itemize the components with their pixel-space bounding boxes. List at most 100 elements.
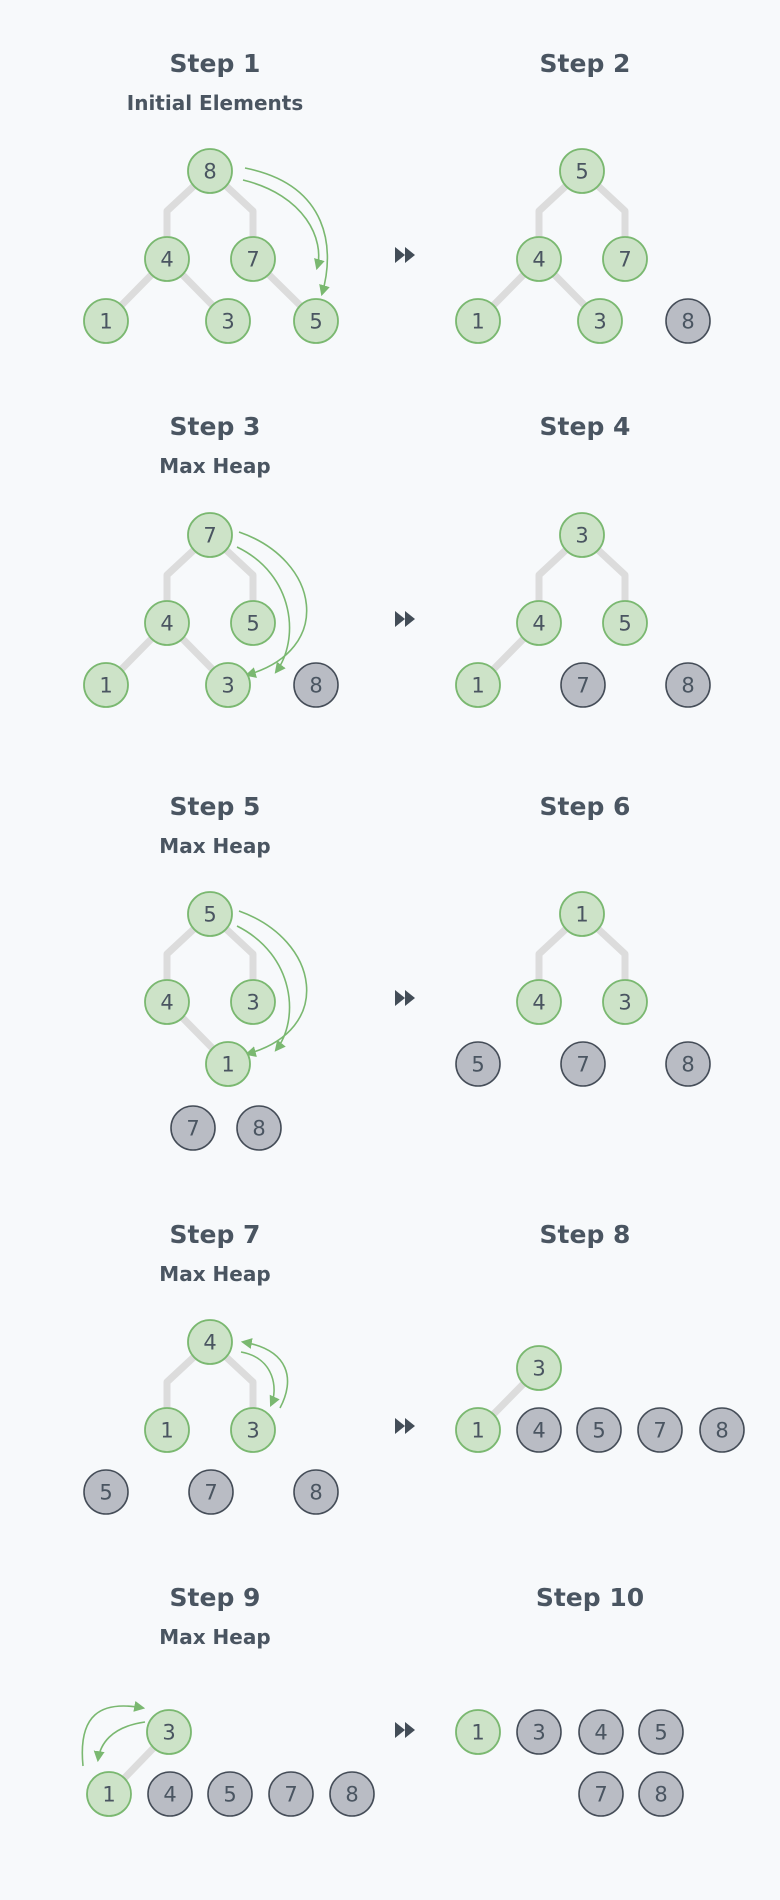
fast-forward-icon <box>395 247 415 263</box>
node-value: 1 <box>221 1053 234 1077</box>
heap-node: 1 <box>144 1407 190 1453</box>
node-value: 3 <box>246 1419 259 1443</box>
node-value: 1 <box>160 1419 173 1443</box>
heap-node: 1 <box>559 891 605 937</box>
node-circle <box>187 512 233 558</box>
node-circle <box>455 298 501 344</box>
step-title: Step 1 <box>170 49 261 78</box>
node-value: 1 <box>575 903 588 927</box>
heap-node: 1 <box>205 1041 251 1087</box>
node-value: 4 <box>160 612 173 636</box>
heap-node: 5 <box>559 148 605 194</box>
node-circle <box>230 236 276 282</box>
node-value: 3 <box>221 310 234 334</box>
node-value: 8 <box>252 1117 265 1141</box>
heap-node: 5 <box>293 298 339 344</box>
node-value: 8 <box>681 1053 694 1077</box>
sorted-node: 4 <box>578 1709 624 1755</box>
sorted-node: 7 <box>560 662 606 708</box>
heap-node: 4 <box>516 236 562 282</box>
sorted-node: 8 <box>665 662 711 708</box>
swap-arrow <box>93 1721 146 1763</box>
node-circle <box>205 1041 251 1087</box>
node-value: 4 <box>163 1783 176 1807</box>
node-circle <box>188 1469 234 1515</box>
node-value: 1 <box>99 310 112 334</box>
sorted-node: 7 <box>170 1105 216 1151</box>
node-circle <box>516 979 562 1025</box>
node-circle <box>86 1771 132 1817</box>
node-circle <box>205 662 251 708</box>
node-circle <box>455 1407 501 1453</box>
node-value: 4 <box>160 991 173 1015</box>
node-circle <box>578 1771 624 1817</box>
node-value: 3 <box>162 1721 175 1745</box>
node-value: 4 <box>160 248 173 272</box>
fast-forward-icon <box>395 1418 415 1434</box>
node-circle <box>207 1771 253 1817</box>
node-circle <box>170 1105 216 1151</box>
step-title: Step 8 <box>540 1220 631 1249</box>
node-circle <box>560 1041 606 1087</box>
node-value: 4 <box>594 1721 607 1745</box>
sorted-node: 5 <box>455 1041 501 1087</box>
node-circle <box>187 148 233 194</box>
node-circle <box>577 298 623 344</box>
heap-node: 3 <box>205 298 251 344</box>
sorted-node: 4 <box>516 1407 562 1453</box>
node-value: 8 <box>715 1419 728 1443</box>
node-value: 4 <box>203 1331 216 1355</box>
node-value: 3 <box>221 674 234 698</box>
node-value: 3 <box>593 310 606 334</box>
heap-node: 3 <box>602 979 648 1025</box>
node-value: 1 <box>471 310 484 334</box>
node-value: 1 <box>471 1721 484 1745</box>
node-circle <box>560 662 606 708</box>
node-value: 5 <box>654 1721 667 1745</box>
node-circle <box>455 662 501 708</box>
node-value: 7 <box>246 248 259 272</box>
node-circle <box>516 600 562 646</box>
step-subtitle: Max Heap <box>159 1262 270 1286</box>
step-subtitle: Max Heap <box>159 454 270 478</box>
node-value: 7 <box>576 674 589 698</box>
sorted-node: 5 <box>83 1469 129 1515</box>
sorted-node: 8 <box>665 1041 711 1087</box>
node-value: 5 <box>203 903 216 927</box>
node-circle <box>83 662 129 708</box>
node-circle <box>665 298 711 344</box>
swap-arrow <box>244 167 330 297</box>
node-value: 4 <box>532 248 545 272</box>
heap-node: 4 <box>516 979 562 1025</box>
node-circle <box>146 1709 192 1755</box>
node-circle <box>516 1709 562 1755</box>
swap-arrow <box>236 546 291 674</box>
swap-arrow <box>242 179 325 271</box>
fast-forward-icon <box>395 990 415 1006</box>
node-circle <box>147 1771 193 1817</box>
fast-forward-icon <box>395 611 415 627</box>
node-circle <box>455 1709 501 1755</box>
heap-node: 3 <box>516 1345 562 1391</box>
node-value: 3 <box>532 1721 545 1745</box>
node-circle <box>638 1709 684 1755</box>
heap-node: 3 <box>205 662 251 708</box>
heap-node: 5 <box>230 600 276 646</box>
node-circle <box>602 600 648 646</box>
node-value: 4 <box>532 612 545 636</box>
node-value: 7 <box>203 524 216 548</box>
node-value: 7 <box>204 1481 217 1505</box>
fast-forward-icon <box>395 1722 415 1738</box>
node-circle <box>83 298 129 344</box>
sorted-node: 7 <box>268 1771 314 1817</box>
sorted-node: 8 <box>329 1771 375 1817</box>
node-value: 1 <box>99 674 112 698</box>
node-circle <box>293 662 339 708</box>
node-value: 7 <box>653 1419 666 1443</box>
heap-node: 1 <box>455 662 501 708</box>
node-circle <box>268 1771 314 1817</box>
node-circle <box>638 1771 684 1817</box>
node-value: 7 <box>284 1783 297 1807</box>
step-title: Step 7 <box>170 1220 261 1249</box>
